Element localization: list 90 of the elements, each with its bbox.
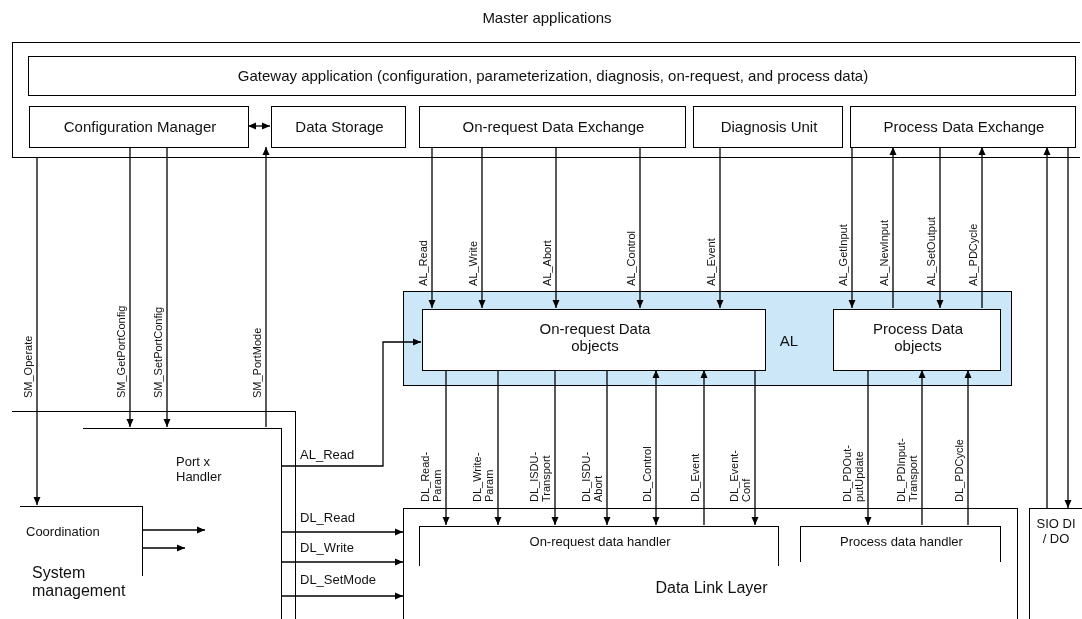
arrow (864, 369, 872, 526)
arrow (1043, 146, 1051, 509)
box-label: System management (32, 564, 127, 601)
arrow (918, 369, 926, 526)
edge-label: DL_Write (300, 541, 354, 556)
edge-label: AL_Event (704, 237, 717, 286)
arrow (428, 146, 436, 309)
box-label: SIO DI / DO (1035, 517, 1077, 547)
arrow (33, 157, 41, 506)
arrow (978, 146, 986, 309)
arrow (281, 592, 404, 600)
arrow (442, 369, 450, 526)
arrow (716, 146, 724, 309)
box-label: Process data handler (839, 535, 964, 550)
edge-label: AL_Read (416, 239, 429, 286)
edge-label: SM_GetPortConfig (114, 304, 127, 398)
edge-label: DL_Read-Param (418, 450, 443, 502)
module-box (28, 56, 1076, 96)
sio-box (1029, 508, 1082, 619)
arrow (936, 146, 944, 309)
edge-label: DL_Control (640, 445, 653, 502)
edge-label: DL_ISDU-Transport (527, 450, 552, 502)
edge-label: AL_Write (466, 239, 479, 286)
module-box (850, 106, 1076, 148)
module-box (29, 106, 249, 148)
edge-label: DL_Event (688, 452, 701, 502)
arrow (848, 146, 856, 309)
box-label: Diagnosis Unit (719, 118, 819, 136)
arrow (281, 558, 404, 566)
arrow (552, 146, 560, 309)
edge-label: SM_SetPortConfig (151, 305, 164, 398)
edge-label: SM_Operate (21, 334, 34, 398)
module-box (419, 106, 686, 148)
box-label: Process Data Exchange (882, 118, 1046, 136)
arrow (142, 544, 186, 552)
box-label: Coordination (26, 525, 101, 540)
edge-label: DL_PDInput-Transport (894, 437, 919, 502)
box-label: On-request Data Exchange (461, 118, 646, 136)
arrow (700, 369, 708, 526)
handler-box (800, 526, 1001, 562)
arrow (262, 146, 270, 428)
edge-label: AL_Control (624, 229, 637, 286)
layer-box (403, 508, 1018, 619)
arrow (281, 338, 422, 467)
object-box (833, 309, 1001, 371)
box-label: AL (778, 332, 800, 350)
arrow (163, 146, 171, 428)
box-label: On-request Data objects (538, 320, 652, 355)
arrow (964, 369, 972, 526)
edge-label: DL_Event-Conf (727, 449, 752, 502)
edge-label: AL_PDCycle (966, 222, 979, 286)
arrow (889, 146, 897, 309)
edge-label: AL_SetOutput (924, 215, 937, 286)
box-label: Data Link Layer (654, 579, 769, 598)
arrow (494, 369, 502, 526)
panel-heading: Master applications (481, 9, 613, 27)
edge-label: DL_Write-Param (470, 451, 495, 502)
edge-label: DL_PDCycle (952, 438, 965, 502)
layer-box (403, 291, 1012, 386)
arrow (751, 369, 759, 526)
arrow (551, 369, 559, 526)
arrow (603, 369, 611, 526)
box-label: Configuration Manager (62, 118, 218, 136)
arrow (652, 369, 660, 526)
arrow (1064, 146, 1072, 509)
arrow (247, 122, 271, 130)
box-label: On-request data handler (528, 535, 672, 550)
module-box (271, 106, 406, 148)
edge-label: SM_PortMode (250, 326, 263, 398)
edge-label: DL_SetMode (300, 573, 376, 588)
edge-label: AL_GetInput (836, 223, 849, 286)
edge-label: DL_PDOut-putUpdate (840, 444, 865, 502)
box-label: Port x Handler (176, 455, 223, 485)
edge-label: AL_Read (300, 448, 355, 463)
object-box (422, 309, 766, 371)
edge-label: AL_Abort (540, 239, 553, 286)
box-label: Gateway application (configuration, parameterization, diagnosis, on-request, and process data) (236, 67, 870, 85)
arrow (126, 146, 134, 428)
handler-box (419, 526, 779, 566)
box-label: Data Storage (294, 118, 385, 136)
edge-label: DL_ISDU-Abort (579, 450, 604, 502)
module-box (693, 106, 843, 148)
arrow (478, 146, 486, 309)
arrow (281, 528, 404, 536)
edge-label: AL_NewInput (877, 218, 890, 286)
arrow (636, 146, 644, 309)
box-label: Process Data objects (871, 320, 964, 355)
system-panel (12, 411, 296, 619)
arrow (142, 526, 206, 534)
edge-label: DL_Read (300, 511, 355, 526)
